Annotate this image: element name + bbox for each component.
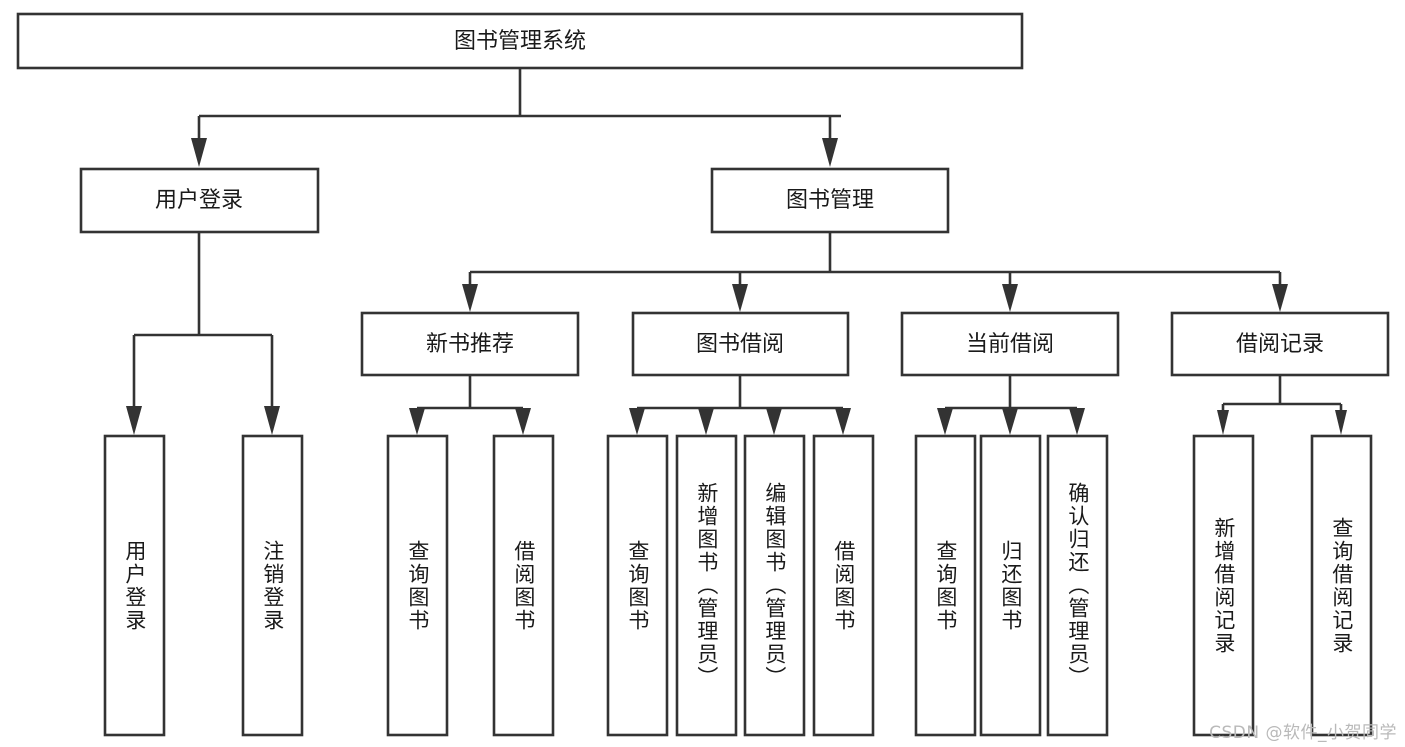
arrow-head-current-borrow xyxy=(1002,284,1018,312)
arrow-head-borrow-record-leaf-1 xyxy=(1335,410,1347,435)
node-current-borrow[interactable]: 当前借阅 xyxy=(900,311,1120,377)
node-user-login[interactable]: 用户登录 xyxy=(79,167,320,234)
leaf-box-current-borrow-0[interactable] xyxy=(914,434,977,737)
arrow-head-book-borrow-leaf-2 xyxy=(766,408,782,435)
arrow-head-new-book xyxy=(462,284,478,312)
connector-group-current-borrow xyxy=(937,375,1085,435)
arrow-head-current-borrow-leaf-1 xyxy=(1002,408,1018,435)
arrow-head-book-borrow-leaf-1 xyxy=(698,408,714,435)
arrow-head-user-login-leaf-1 xyxy=(264,406,280,435)
arrow-head-book-borrow-leaf-0 xyxy=(629,408,645,435)
connector-group-user-login xyxy=(126,232,280,435)
leaf-box-book-borrow-1[interactable] xyxy=(675,434,738,737)
connector-group-book-mgmt xyxy=(462,232,1288,312)
leaf-boxes-book-borrow xyxy=(606,434,875,737)
leaf-box-current-borrow-1[interactable] xyxy=(979,434,1042,737)
node-borrow-record-box xyxy=(1170,311,1390,377)
node-borrow-record[interactable]: 借阅记录 xyxy=(1170,311,1390,377)
node-root-book-management-system[interactable]: 图书管理系统 xyxy=(16,12,1024,70)
arrow-head-current-borrow-leaf-2 xyxy=(1069,408,1085,435)
node-root-label: 图书管理系统 xyxy=(454,29,586,54)
connector-group-book-borrow xyxy=(629,375,851,435)
node-new-book-recommend-label: 新书推荐 xyxy=(426,332,514,357)
node-current-borrow-box xyxy=(900,311,1120,377)
leaf-box-borrow-record-1[interactable] xyxy=(1310,434,1373,737)
arrow-head-new-book-leaf-0 xyxy=(409,408,425,435)
node-current-borrow-label: 当前借阅 xyxy=(966,332,1054,357)
arrow-head-current-borrow-leaf-0 xyxy=(937,408,953,435)
leaf-box-borrow-record-0[interactable] xyxy=(1192,434,1255,737)
csdn-watermark: CSDN @软件_小贺同学 xyxy=(1209,723,1397,743)
arrow-head-user-login xyxy=(191,138,207,167)
leaf-box-new-book-0[interactable] xyxy=(386,434,449,737)
node-user-login-label: 用户登录 xyxy=(155,188,243,213)
connector-group-new-book xyxy=(409,375,531,435)
leaf-box-book-borrow-2[interactable] xyxy=(743,434,806,737)
node-book-management-box xyxy=(710,167,950,234)
leaf-boxes-current-borrow xyxy=(914,434,1109,737)
node-book-management-label: 图书管理 xyxy=(786,188,874,213)
leaf-box-user-login-1[interactable] xyxy=(241,434,304,737)
connector-group-root xyxy=(191,68,841,167)
node-borrow-record-label: 借阅记录 xyxy=(1236,332,1324,357)
connector-group-borrow-record xyxy=(1217,375,1347,435)
arrow-head-borrow-record-leaf-0 xyxy=(1217,410,1229,435)
node-user-login-box xyxy=(79,167,320,234)
node-book-borrow-label: 图书借阅 xyxy=(696,332,784,357)
arrow-head-book-mgmt xyxy=(822,138,838,167)
arrow-head-new-book-leaf-1 xyxy=(515,408,531,435)
node-new-book-recommend[interactable]: 新书推荐 xyxy=(360,311,580,377)
node-book-borrow[interactable]: 图书借阅 xyxy=(631,311,850,377)
leaf-box-user-login-0[interactable] xyxy=(103,434,166,737)
leaf-box-new-book-1[interactable] xyxy=(492,434,555,737)
node-root-box xyxy=(16,12,1024,70)
node-book-management[interactable]: 图书管理 xyxy=(710,167,950,234)
node-new-book-recommend-box xyxy=(360,311,580,377)
leaf-boxes-borrow-record xyxy=(1192,434,1373,737)
leaf-box-book-borrow-0[interactable] xyxy=(606,434,669,737)
leaf-boxes-user-login xyxy=(103,434,304,737)
arrow-head-book-borrow xyxy=(732,284,748,312)
node-book-borrow-box xyxy=(631,311,850,377)
leaf-boxes-new-book-recommend xyxy=(386,434,555,737)
leaf-box-current-borrow-2[interactable] xyxy=(1046,434,1109,737)
arrow-head-borrow-record xyxy=(1272,284,1288,312)
leaf-box-book-borrow-3[interactable] xyxy=(812,434,875,737)
arrow-head-book-borrow-leaf-3 xyxy=(835,408,851,435)
arrow-head-user-login-leaf-0 xyxy=(126,406,142,435)
